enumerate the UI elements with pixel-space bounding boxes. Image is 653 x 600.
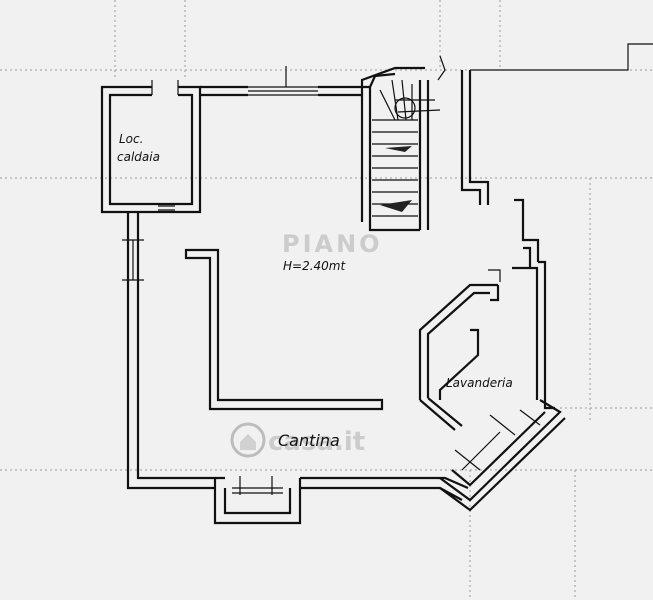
- bottom-bay: [213, 476, 302, 525]
- staircase: [360, 55, 446, 230]
- corridor-walls: [460, 70, 555, 410]
- casa-logo-watermark: casa.it: [230, 422, 365, 458]
- cellar-label: Cantina: [278, 431, 340, 450]
- boiler-room-label-line2: caldaia: [117, 150, 160, 164]
- svg-text:casa.it: casa.it: [268, 427, 365, 457]
- cellar-walls: [122, 66, 469, 501]
- boiler-room-label-line1: Loc.: [119, 132, 143, 146]
- boiler-room-walls: [100, 80, 202, 214]
- inner-partition: [184, 248, 384, 411]
- floor-watermark: PIANO: [282, 230, 383, 258]
- ceiling-height-label: H=2.40mt: [283, 259, 346, 273]
- adjacent-outline: [470, 43, 653, 71]
- laundry-walls: [418, 269, 501, 431]
- angled-wall: [439, 399, 566, 512]
- laundry-label: Lavanderia: [446, 376, 513, 390]
